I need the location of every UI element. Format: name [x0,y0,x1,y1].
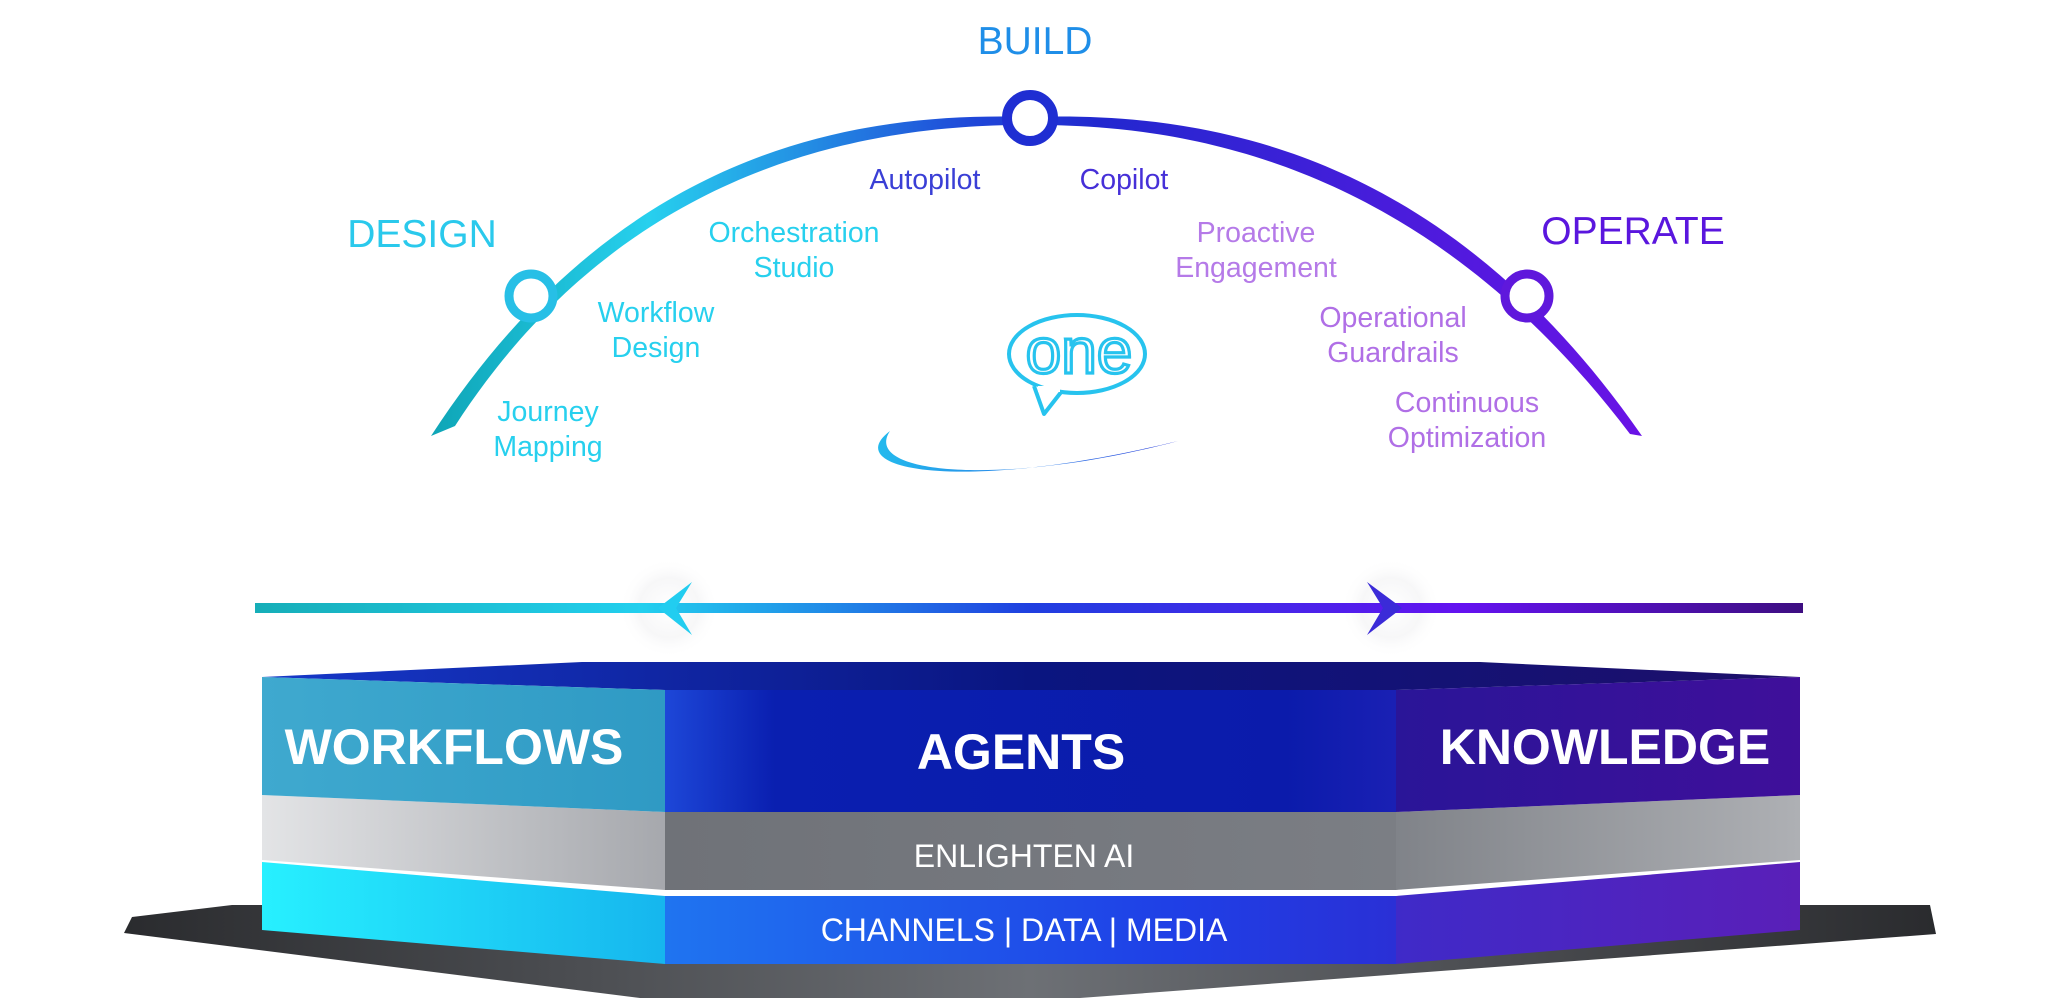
step-line: Guardrails [1327,337,1458,369]
channels-label: CHANNELS | DATA | MEDIA [821,912,1228,948]
step-line: Proactive [1197,217,1316,249]
step-line: Workflow [598,297,715,329]
knowledge-label: KNOWLEDGE [1440,719,1771,775]
phase-design: DESIGN [347,213,497,256]
speech-bubble-icon [1007,313,1147,416]
one-logo: one [878,313,1178,472]
step-line: Orchestration [708,217,879,249]
design-node [504,269,558,323]
logo-swoosh [878,431,1178,472]
timeline-line [255,558,1803,658]
workflows-label: WORKFLOWS [285,719,624,775]
step-line: Operational [1319,302,1466,334]
step-line: Studio [754,252,835,284]
channels-layer: CHANNELS | DATA | MEDIA [262,862,1800,964]
step-operational-guardrails: Operational Guardrails [1319,302,1466,369]
step-continuous-optimization: Continuous Optimization [1388,387,1546,454]
enlighten-layer: ENLIGHTEN AI [262,795,1800,890]
build-node [1002,90,1058,146]
top-layer: WORKFLOWS AGENTS KNOWLEDGE [262,662,1800,812]
operate-node [1500,269,1554,323]
step-journey-mapping: Journey Mapping [493,396,602,463]
step-line: Mapping [493,431,602,463]
step-line: Design [612,332,701,364]
arrow-right-icon [1367,582,1402,635]
phase-build: BUILD [978,20,1093,63]
logo-text: one [1026,315,1133,387]
step-line: Journey [497,396,599,428]
arrow-left-icon [658,582,692,635]
step-proactive-engagement: Proactive Engagement [1175,217,1337,284]
step-autopilot: Autopilot [870,164,981,196]
step-orchestration-studio: Orchestration Studio [708,217,879,284]
phase-operate: OPERATE [1541,210,1724,253]
step-line: Continuous [1395,387,1539,419]
step-line: Engagement [1175,252,1337,284]
agents-label: AGENTS [917,724,1125,780]
step-workflow-design: Workflow Design [598,297,715,364]
step-copilot: Copilot [1080,164,1169,196]
enlighten-ai-label: ENLIGHTEN AI [914,838,1135,874]
step-line: Optimization [1388,422,1546,454]
